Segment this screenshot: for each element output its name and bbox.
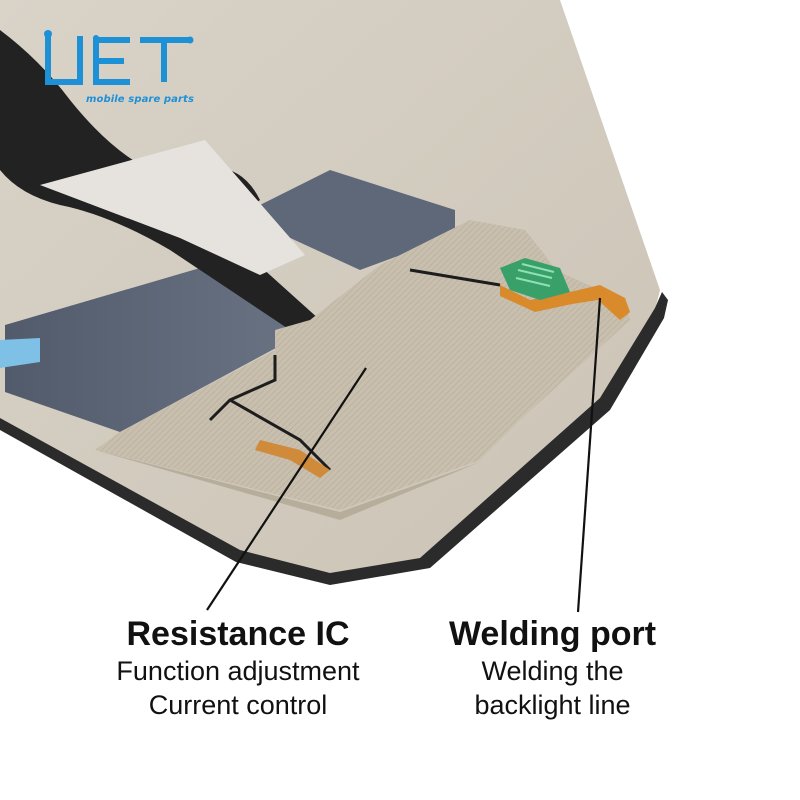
logo-letter-u — [45, 36, 83, 85]
welding-port-line-1: Welding the — [481, 656, 624, 686]
resistance-ic-line-2: Current control — [148, 690, 328, 720]
shield-trace — [208, 355, 332, 472]
shield-trace-right — [409, 268, 501, 287]
welding-port-title: Welding port — [448, 615, 657, 653]
welding-port-caption: Welding port Welding the backlight line — [420, 614, 685, 722]
resistance-ic-title: Resistance IC — [126, 615, 350, 653]
lcd-bezel-edge — [0, 292, 668, 585]
welding-port-line-2: backlight line — [474, 690, 631, 720]
backlight-fpc — [500, 285, 630, 320]
backlight-panel-top — [240, 170, 455, 270]
brand-logo — [44, 30, 194, 85]
backlight-panel-left — [5, 268, 300, 432]
welding-pads — [515, 263, 555, 287]
blue-tape — [0, 338, 40, 368]
logo-letter-t — [140, 37, 188, 82]
brand-tagline: mobile spare parts — [86, 94, 194, 105]
metal-shield — [95, 220, 630, 510]
logo-dot — [186, 36, 194, 44]
welding-pointer — [576, 297, 602, 613]
logo-letter-e — [93, 37, 130, 85]
resistance-ic-line-1: Function adjustment — [116, 656, 360, 686]
logo-dot — [44, 30, 52, 38]
welding-pcb — [500, 258, 570, 300]
resistance-ic-caption: Resistance IC Function adjustment Curren… — [78, 614, 398, 722]
resistance-fpc — [255, 440, 330, 478]
logo-dot — [93, 35, 99, 41]
resistance-pointer — [206, 367, 367, 611]
flex-cable-label — [40, 140, 305, 275]
